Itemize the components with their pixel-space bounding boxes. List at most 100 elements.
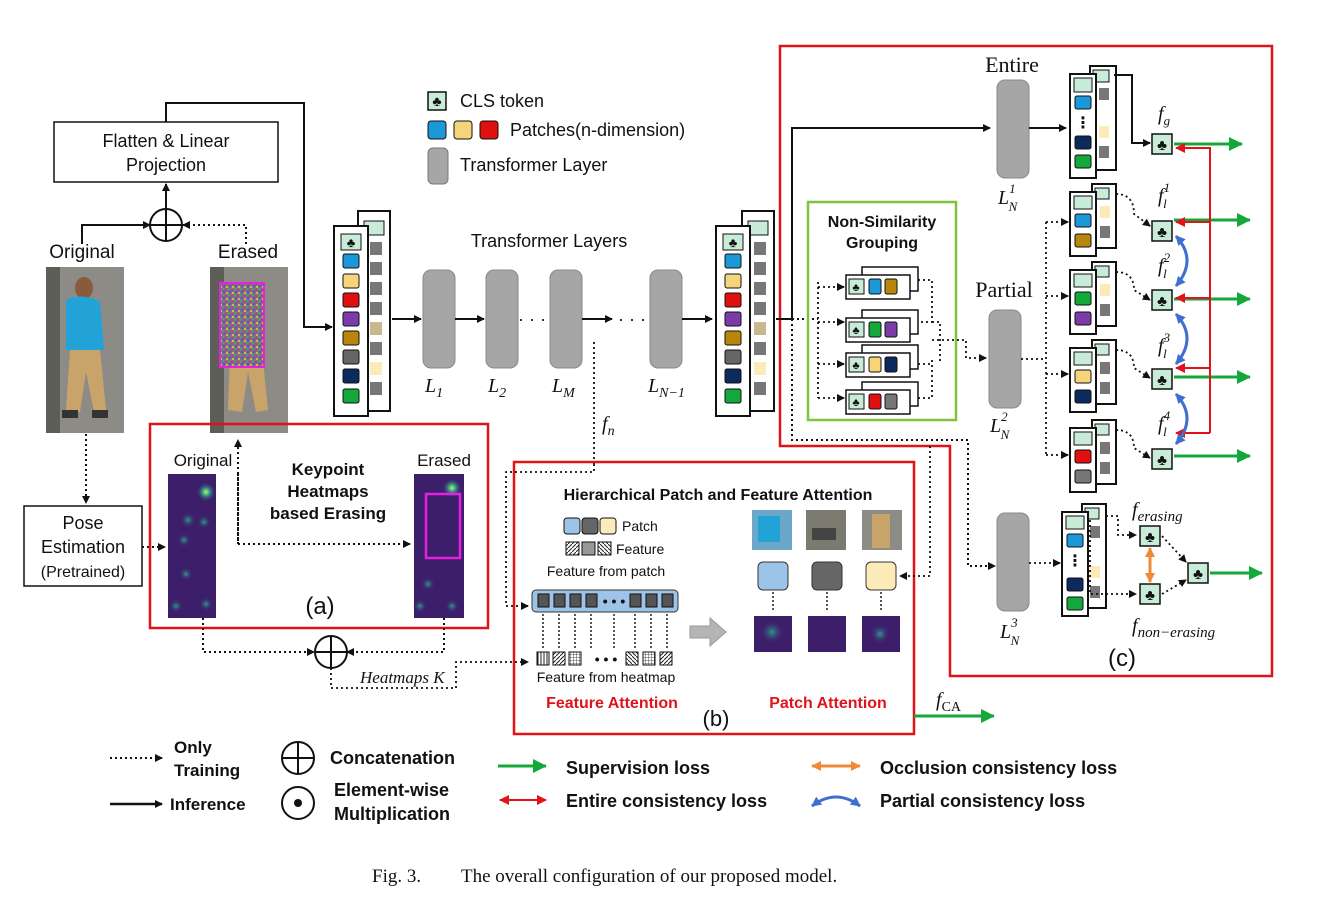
svg-text:♣: ♣ — [1145, 529, 1155, 546]
heatmap-original — [168, 474, 216, 618]
svg-text:♣: ♣ — [1157, 293, 1167, 310]
multiply-legend-icon — [281, 786, 315, 820]
concat-symbol-bottom — [314, 635, 348, 669]
svg-text:⋮: ⋮ — [1067, 553, 1083, 570]
pose-line3: (Pretrained) — [41, 564, 125, 581]
legend-cls-label: CLS token — [460, 91, 544, 111]
flatten-line1: Flatten & Linear — [102, 131, 229, 151]
group-row-4: ♣ — [845, 381, 919, 415]
feature-attention-label: Feature Attention — [546, 695, 678, 712]
ferasing-token: ♣ — [1139, 525, 1161, 547]
partial-consistency-arrows — [1174, 234, 1189, 445]
group-row-1: ♣ — [845, 266, 919, 300]
panel-a-erased-label: Erased — [417, 451, 471, 470]
legend-partial: Partial consistency loss — [880, 791, 1085, 811]
group-row-3: ♣ — [845, 344, 919, 378]
layer-l2-label: L2 — [487, 375, 506, 401]
svg-text:♣: ♣ — [1157, 137, 1167, 154]
patch-red-icon — [479, 120, 499, 140]
output-token-stack: ♣ — [715, 210, 775, 417]
transformer-layer-m — [549, 269, 583, 369]
legend-entire: Entire consistency loss — [566, 791, 767, 811]
transformer-layer-n-1 — [649, 269, 683, 369]
svg-text:♣: ♣ — [852, 282, 859, 294]
panel-a-keypoint-erasing: Original Erased Keypoint Heatmaps based … — [148, 422, 490, 630]
fl1-token: ♣ — [1151, 220, 1173, 242]
concat-legend-icon — [281, 741, 315, 775]
patch-attention-label: Patch Attention — [769, 695, 887, 712]
panel-a-title1: Keypoint — [292, 460, 365, 479]
pose-estimation-box: Pose Estimation (Pretrained) — [23, 505, 143, 587]
svg-text:♣: ♣ — [432, 93, 441, 109]
fl4-token: ♣ — [1151, 448, 1173, 470]
original-image-label: Original — [49, 242, 114, 263]
entire-token-stack: ⋮ — [1069, 65, 1117, 179]
caption-fig: Fig. 3. — [372, 866, 421, 887]
partial-stack-4 — [1069, 419, 1117, 493]
original-person-image — [46, 267, 124, 433]
legend-supervision: Supervision loss — [566, 758, 710, 778]
fl2-token: ♣ — [1151, 289, 1173, 311]
partial-label: Partial — [975, 277, 1032, 302]
heatmap-erased — [413, 474, 464, 618]
heatmaps-k-label: Heatmaps K — [359, 668, 446, 687]
entire-label: Entire — [985, 52, 1039, 77]
ellipsis-1: · · · — [518, 309, 546, 329]
erased-image-label: Erased — [218, 242, 278, 263]
caption-text: The overall configuration of our propose… — [461, 866, 837, 887]
group-row-2: ♣ — [845, 309, 919, 343]
fg-label: fg — [1158, 103, 1171, 128]
ellipsis-2: · · · — [618, 309, 646, 329]
bottom-legend: Only Training Inference Concatenation El… — [110, 738, 1117, 824]
legend-concat: Concatenation — [330, 748, 455, 768]
svg-text:♣: ♣ — [852, 325, 859, 337]
nsg-line1: Non-Similarity — [828, 214, 937, 231]
panel-b-feature-label: Feature — [616, 541, 664, 557]
svg-text:⋮: ⋮ — [1075, 115, 1091, 132]
svg-text:♣: ♣ — [1157, 452, 1167, 469]
legend-patches-label: Patches(n-dimension) — [510, 120, 685, 140]
legend-elem-line2: Multiplication — [334, 804, 450, 824]
svg-text:• • •: • • • — [595, 651, 618, 667]
legend-only-line2: Training — [174, 761, 240, 780]
transformer-layer-2 — [485, 269, 519, 369]
flatten-linear-projection: Flatten & Linear Projection — [53, 121, 279, 183]
fca-label: fCA — [936, 689, 962, 715]
svg-text:♣: ♣ — [1145, 587, 1155, 604]
svg-text:♣: ♣ — [852, 360, 859, 372]
legend-inference: Inference — [170, 795, 246, 814]
partial-transformer-layer — [988, 309, 1022, 409]
cls-token-icon: ♣ — [427, 91, 447, 111]
patch-yellow-icon — [453, 120, 473, 140]
entire-consistency-arrows — [1175, 143, 1211, 438]
panel-b-patch-label: Patch — [622, 518, 658, 534]
panel-c-tag: (c) — [1108, 645, 1136, 672]
panel-a-title3: based Erasing — [270, 504, 386, 523]
non-similarity-grouping-box: Non-Similarity Grouping — [806, 200, 958, 422]
erased-person-image — [210, 267, 288, 433]
input-token-stack: ♣ — [333, 210, 391, 417]
fg-token: ♣ — [1151, 133, 1173, 155]
fused-token: ♣ — [1187, 562, 1209, 584]
fl3-token: ♣ — [1151, 368, 1173, 390]
nsg-line2: Grouping — [846, 235, 918, 252]
panel-b-feature-from-heatmap: Feature from heatmap — [537, 669, 676, 685]
pose-line1: Pose — [62, 513, 103, 533]
svg-text:♣: ♣ — [1193, 566, 1203, 583]
panel-c-outer-border — [778, 44, 1274, 678]
svg-text:♣: ♣ — [1157, 224, 1167, 241]
svg-text:♣: ♣ — [729, 235, 738, 250]
legend-elem-line1: Element-wise — [334, 780, 449, 800]
panel-b-tag: (b) — [703, 706, 730, 731]
erasing-transformer-layer — [996, 512, 1030, 612]
fnonerasing-token: ♣ — [1139, 583, 1161, 605]
transformer-layer-icon — [427, 147, 449, 185]
panel-b-attention: Hierarchical Patch and Feature Attention… — [512, 460, 916, 736]
svg-text:♣: ♣ — [347, 235, 356, 250]
partial-stack-3 — [1069, 339, 1117, 413]
